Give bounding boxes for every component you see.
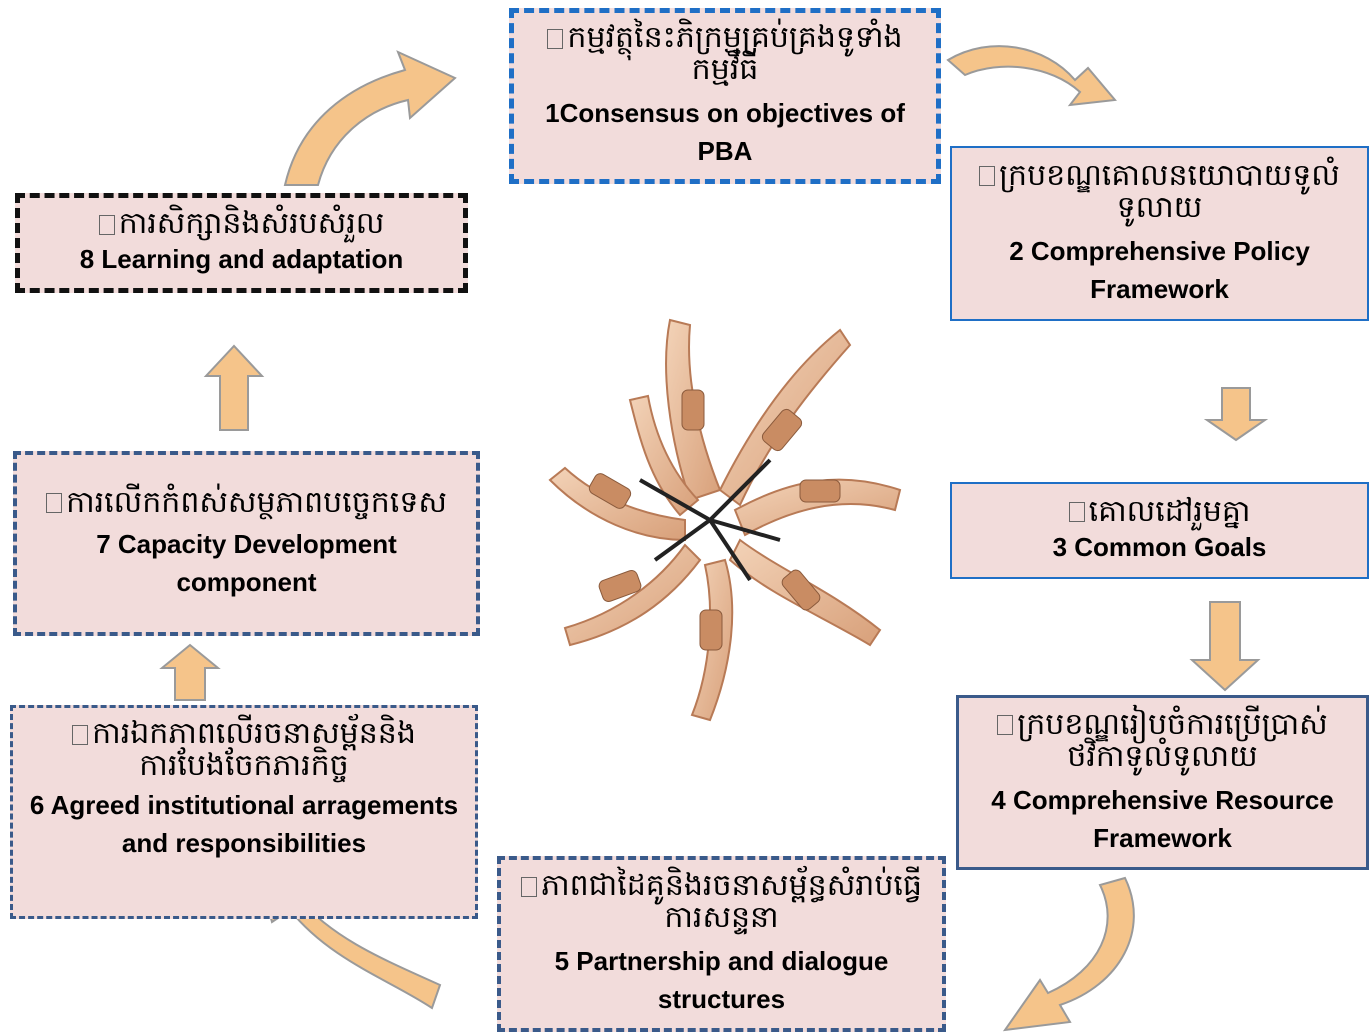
step-7-box: ការលើកកំពស់សម្ថភាពបច្ចេកទេស 7 Capacity D… [13,451,480,636]
step-3-box: គោលដៅរួមគ្នា 3 Common Goals [950,482,1369,579]
step-2-khmer: ក្របខណ្ឌគោលនយោបាយទូលំទូលាយ [999,157,1340,225]
step-5-english: 5 Partnership and dialogue structures [554,946,889,1014]
step-4-box: ក្របខណ្ឌរៀបចំការប្រើប្រាស់ថវិកាទូលំទូលាយ… [956,695,1369,870]
missing-glyph-icon [46,493,63,513]
down-arrow-icon [1203,387,1269,442]
step-7-english: 7 Capacity Development component [96,528,397,597]
step-6-box: ការឯកភាពលើរចនាសម្ព័ននិងការបែងចែកភារកិច្ច… [10,705,478,919]
missing-glyph-icon [521,876,538,897]
missing-glyph-icon [547,28,564,49]
step-4-english: 4 Comprehensive Resource Framework [991,784,1334,853]
step-8-box: ការសិក្សានិងសំរបសំរួល 8 Learning and ada… [15,193,468,293]
step-5-khmer: ភាពជាដៃគូនិងរចនាសម្ព័ន្ធសំរាប់ធ្វើការសន្… [541,868,922,935]
missing-glyph-icon [1068,502,1085,522]
step-6-english: 6 Agreed institutional arragements and r… [29,790,459,858]
step-8-english: 8 Learning and adaptation [79,244,404,274]
step-2-english: 2 Comprehensive Policy Framework [1009,235,1310,304]
curved-arrow-icon [283,50,457,186]
step-3-khmer: គោលដៅរួមគ្នា [1088,493,1251,529]
step-6-khmer: ការឯកភាពលើរចនាសម្ព័ននិងការបែងចែកភារកិច្ច [92,716,416,783]
step-3-english: 3 Common Goals [1052,531,1267,562]
step-1-english: 1Consensus on objectives of PBA [545,98,905,166]
step-7-khmer: ការលើកកំពស់សម្ថភាពបច្ចេកទេស [66,484,447,520]
step-8-khmer: ការសិក្សានិងសំរបសំរួល [118,206,385,241]
missing-glyph-icon [72,724,89,745]
step-5-box: ភាពជាដៃគូនិងរចនាសម្ព័ន្ធសំរាប់ធ្វើការសន្… [497,856,946,1032]
missing-glyph-icon [98,214,115,235]
up-arrow-icon [203,344,265,431]
missing-glyph-icon [997,715,1014,735]
multi-armed-figure-image [548,318,902,722]
missing-glyph-icon [979,166,996,186]
down-arrow-icon [1189,601,1261,692]
step-1-khmer: កម្មវត្ថុនៃះភិក្រម្មគ្រប់គ្រងទូទាំងកម្មវ… [567,20,903,87]
step-2-box: ក្របខណ្ឌគោលនយោបាយទូលំទូលាយ 2 Comprehensi… [950,146,1369,321]
step-1-box: កម្មវត្ថុនៃះភិក្រម្មគ្រប់គ្រងទូទាំងកម្មវ… [509,8,941,184]
step-4-khmer: ក្របខណ្ឌរៀបចំការប្រើប្រាស់ថវិកាទូលំទូលាយ [1017,706,1328,774]
curved-arrow-icon [946,45,1117,107]
up-arrow-icon [159,643,221,701]
curved-arrow-icon [1002,876,1135,1032]
